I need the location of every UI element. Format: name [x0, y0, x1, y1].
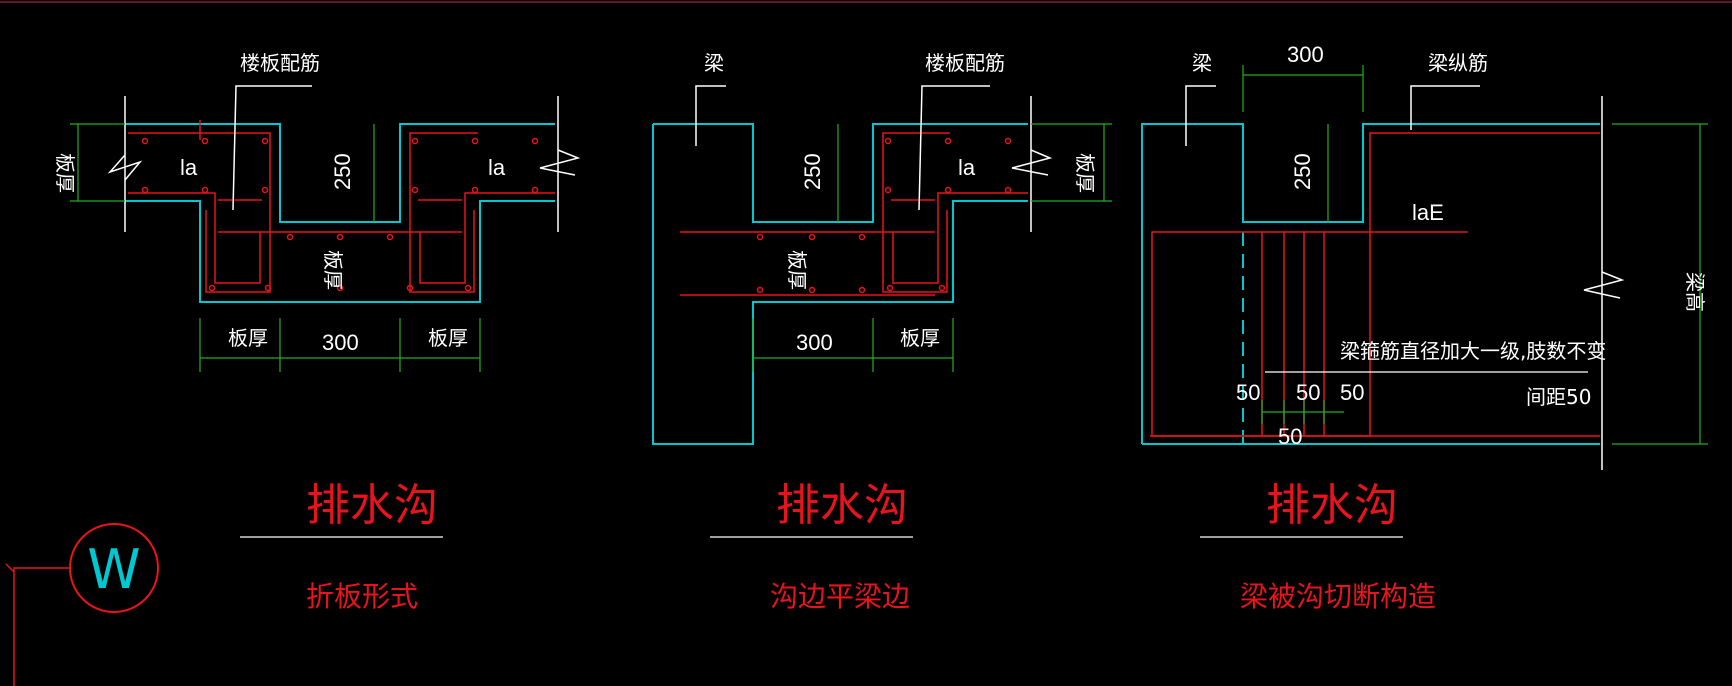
leader-line	[1410, 85, 1480, 130]
dim-width: 300	[322, 330, 359, 355]
leader-line	[1185, 85, 1216, 146]
concrete-outline	[125, 200, 555, 303]
label-stirrup-note: 梁箍筋直径加大一级,肢数不变	[1340, 339, 1606, 363]
label-anchor-right: la	[488, 155, 506, 180]
label-beam-height: 梁高	[1683, 272, 1707, 312]
dim-depth: 250	[330, 153, 355, 190]
detail-beam-cut-by-trench: 梁 梁纵筋 laE 梁箍筋直径加大一级,肢数不变 间距50 300 250 梁高…	[1141, 42, 1708, 613]
label-slab-thickness-side: 板厚	[53, 153, 77, 193]
label-slab-rebar: 楼板配筋	[240, 51, 320, 75]
dim-stirrup-1: 50	[1236, 380, 1260, 405]
label-slab-rebar: 楼板配筋	[925, 51, 1005, 75]
ucs-axis-icon	[13, 567, 70, 686]
dimension-lines	[752, 123, 1112, 372]
label-anchor: la	[958, 155, 976, 180]
break-symbol	[1011, 149, 1053, 176]
concrete-outline	[1141, 123, 1600, 444]
label-beam-long-rebar: 梁纵筋	[1428, 51, 1488, 75]
dim-stirrup-4: 50	[1278, 424, 1302, 449]
break-symbol	[539, 149, 581, 176]
dim-depth: 250	[1290, 153, 1315, 190]
compass-letter: W	[87, 538, 140, 601]
concrete-outline	[652, 124, 1028, 445]
leader-line	[232, 85, 312, 211]
dimension-lines	[70, 123, 481, 372]
break-symbol	[1583, 271, 1625, 299]
compass-widget[interactable]: W	[5, 523, 159, 686]
concrete-outline	[125, 123, 555, 223]
dim-right: 板厚	[900, 326, 940, 350]
detail-subtitle: 折板形式	[306, 580, 418, 613]
ucs-axis-tick	[5, 563, 15, 573]
dimension-lines	[1242, 65, 1708, 445]
break-symbol	[107, 154, 143, 181]
detail-edge-flush-beam: 梁 楼板配筋 la 250 板厚 板厚 300 板厚 排水沟 沟边平梁边	[652, 51, 1112, 613]
rebar-group	[680, 132, 1028, 296]
leader-line	[695, 85, 726, 146]
rebar-group	[128, 120, 555, 293]
dim-top-width: 300	[1287, 42, 1324, 67]
detail-subtitle: 沟边平梁边	[770, 580, 910, 613]
dim-width: 300	[796, 330, 833, 355]
label-spacing-note: 间距50	[1526, 385, 1591, 409]
label-anchor-left: la	[180, 155, 198, 180]
detail-title: 排水沟	[1266, 480, 1398, 531]
label-beam: 梁	[704, 51, 724, 75]
dim-left: 板厚	[228, 326, 268, 350]
concrete-outline	[653, 123, 1028, 223]
compass-circle	[69, 523, 159, 613]
dim-depth: 250	[800, 153, 825, 190]
label-slab-thickness-side: 板厚	[1073, 153, 1097, 193]
label-beam: 梁	[1192, 51, 1212, 75]
label-anchor-lae: laE	[1412, 200, 1444, 225]
dim-stirrup-3: 50	[1340, 380, 1364, 405]
detail-subtitle: 梁被沟切断构造	[1240, 580, 1436, 613]
dim-stirrup-2: 50	[1296, 380, 1320, 405]
dim-right: 板厚	[428, 326, 468, 350]
detail-title: 排水沟	[306, 480, 438, 531]
detail-title: 排水沟	[776, 480, 908, 531]
leader-line	[918, 85, 990, 211]
label-slab-thickness-bottom: 板厚	[785, 250, 809, 290]
detail-folded-slab: 楼板配筋 la la 板厚 250 板厚 板厚 300 板厚 排水沟 折板形式	[53, 51, 581, 613]
label-slab-thickness-bottom: 板厚	[321, 250, 345, 290]
